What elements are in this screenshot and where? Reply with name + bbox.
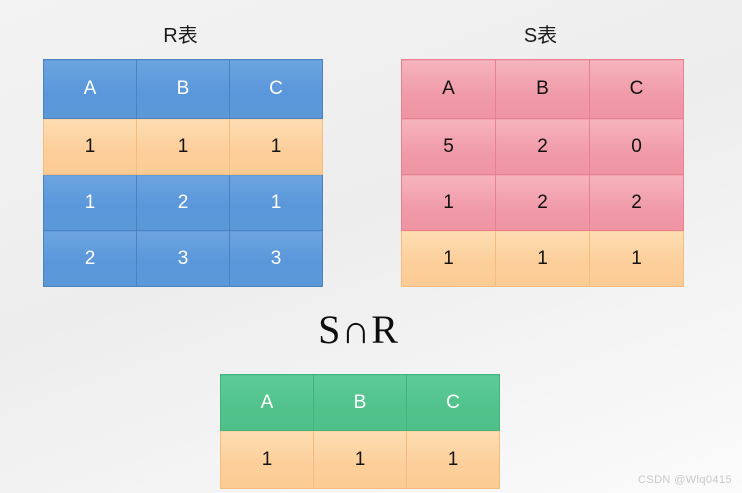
r-table-row: 2 3 3: [43, 230, 323, 287]
s-table-title: S表: [523, 25, 558, 47]
result-table-header-c: C: [406, 374, 500, 431]
result-table-header-a: A: [220, 374, 314, 431]
r-table: A B C 1 1 1 1 2 1 2 3 3: [43, 59, 323, 287]
s-table-row: 1 2 2: [401, 174, 684, 231]
s-table-header-c: C: [589, 59, 684, 119]
s-table-cell: 2: [495, 118, 590, 175]
result-table-cell: 1: [406, 430, 500, 489]
s-table: A B C 5 2 0 1 2 2 1 1 1: [401, 59, 684, 287]
r-table-cell: 1: [43, 118, 137, 175]
s-table-cell: 5: [401, 118, 496, 175]
s-table-header-b: B: [495, 59, 590, 119]
r-table-row: 1 2 1: [43, 174, 323, 231]
r-table-cell: 1: [229, 118, 323, 175]
watermark-text: CSDN @Wlq0415: [637, 474, 732, 486]
result-table-row: 1 1 1: [220, 430, 500, 489]
r-table-cell: 1: [43, 174, 137, 231]
r-table-cell: 1: [229, 174, 323, 231]
result-table-header-row: A B C: [220, 374, 500, 431]
r-table-cell: 2: [136, 174, 230, 231]
result-table-cell: 1: [313, 430, 407, 489]
result-table-header-b: B: [313, 374, 407, 431]
r-table-cell: 3: [136, 230, 230, 287]
r-table-header-b: B: [136, 59, 230, 119]
r-table-header-row: A B C: [43, 59, 323, 119]
r-table-header-a: A: [43, 59, 137, 119]
result-table-title: S∩R: [318, 307, 399, 352]
s-table-cell: 1: [401, 230, 496, 287]
r-table-cell: 2: [43, 230, 137, 287]
result-table-cell: 1: [220, 430, 314, 489]
s-table-cell: 1: [401, 174, 496, 231]
s-table-cell: 0: [589, 118, 684, 175]
s-table-row: 5 2 0: [401, 118, 684, 175]
s-table-cell: 1: [495, 230, 590, 287]
r-table-title: R表: [163, 25, 198, 47]
s-table-header-row: A B C: [401, 59, 684, 119]
r-table-row: 1 1 1: [43, 118, 323, 175]
s-table-row: 1 1 1: [401, 230, 684, 287]
r-table-cell: 1: [136, 118, 230, 175]
r-table-header-c: C: [229, 59, 323, 119]
r-table-cell: 3: [229, 230, 323, 287]
s-table-header-a: A: [401, 59, 496, 119]
result-table: A B C 1 1 1: [220, 374, 500, 489]
s-table-cell: 1: [589, 230, 684, 287]
s-table-cell: 2: [589, 174, 684, 231]
s-table-cell: 2: [495, 174, 590, 231]
